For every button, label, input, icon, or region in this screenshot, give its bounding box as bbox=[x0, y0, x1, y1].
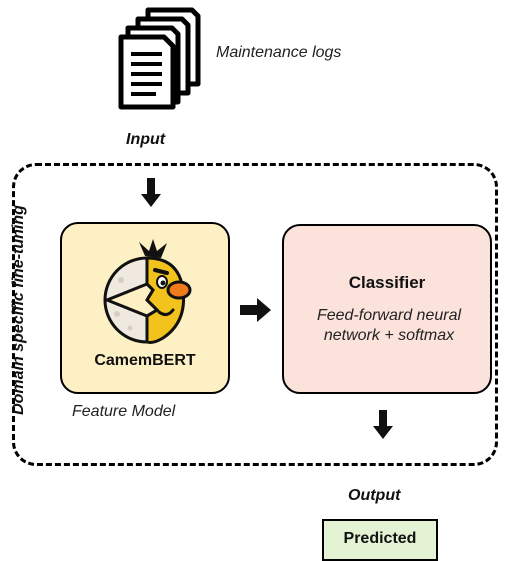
fine-tuning-boundary bbox=[12, 163, 498, 466]
classifier-description: Feed-forward neural network + softmax bbox=[294, 306, 484, 346]
feature-model-name: CamemBERT bbox=[94, 352, 196, 369]
output-label: Output bbox=[348, 487, 401, 504]
documents-label: Maintenance logs bbox=[216, 44, 342, 61]
fine-tuning-label: Domain specific fine-tuning bbox=[10, 205, 27, 415]
fine-tuning-label-container: Domain specific fine-tuning bbox=[0, 160, 38, 460]
input-label: Input bbox=[126, 131, 166, 148]
predicted-box: Predicted bbox=[322, 519, 438, 561]
right-arrow-icon bbox=[240, 298, 271, 322]
feature-model-box: CamemBERT bbox=[60, 222, 230, 394]
camembert-mascot-icon bbox=[103, 239, 192, 344]
classifier-description-line-1: Feed-forward neural bbox=[316, 307, 462, 324]
classifier-box: Classifier Feed-forward neural network +… bbox=[282, 224, 492, 394]
classifier-description-line-2: network + softmax bbox=[323, 327, 455, 344]
classifier-title: Classifier bbox=[348, 273, 426, 292]
documents-icon bbox=[118, 7, 201, 110]
down-arrow-output-icon bbox=[373, 410, 393, 439]
predicted-label: Predicted bbox=[343, 530, 417, 547]
down-arrow-icon bbox=[141, 178, 161, 207]
feature-model-caption: Feature Model bbox=[72, 403, 176, 420]
